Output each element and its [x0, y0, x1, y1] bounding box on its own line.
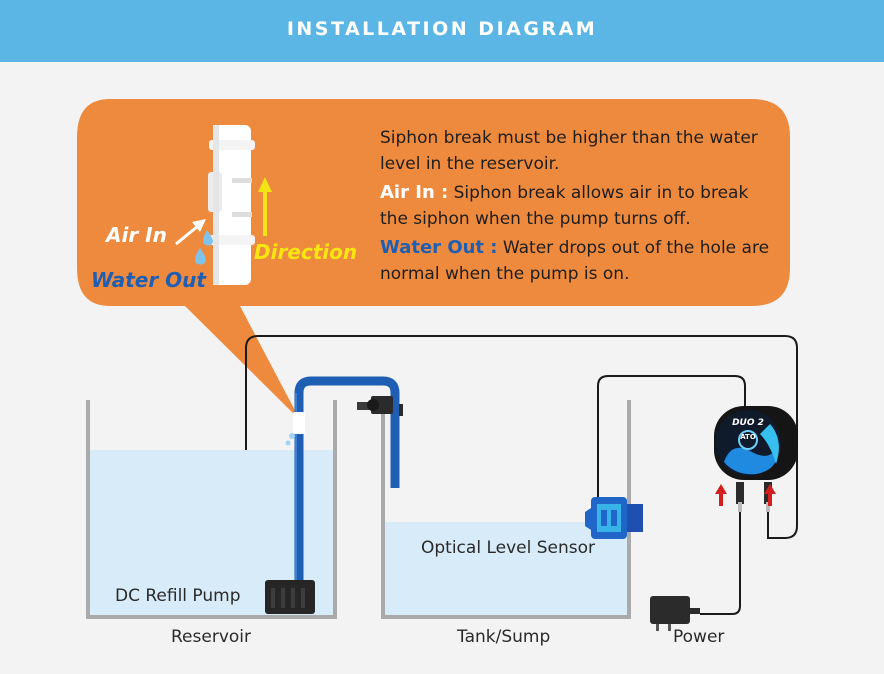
- device-brand: DUO 2: [732, 418, 764, 428]
- water-out-key: Water Out :: [380, 237, 498, 258]
- dc-refill-pump-icon: [265, 580, 315, 614]
- plug-arrow-icon: [715, 484, 776, 506]
- water-drop-icon: [203, 230, 213, 246]
- power-adapter-icon: [650, 596, 700, 631]
- tank-water: [384, 522, 628, 617]
- air-in-text: Siphon break allows air in to break the …: [380, 183, 749, 229]
- sensor-label: Optical Level Sensor: [421, 538, 596, 558]
- direction-arrow-icon: [258, 177, 272, 236]
- control-cables: [245, 335, 798, 615]
- reservoir-label: Reservoir: [171, 627, 251, 647]
- water-out-label: Water Out: [91, 268, 206, 292]
- tube-siphon-break-icon: [285, 412, 305, 446]
- dc-plug-icon: [736, 482, 772, 512]
- tank-label: Tank/Sump: [457, 627, 551, 647]
- duo2-controller-icon: [714, 406, 798, 480]
- water-drop-icon: [195, 248, 206, 265]
- callout-bubble: [77, 99, 790, 420]
- water-out-text: Water drops out of the hole are normal w…: [380, 238, 770, 284]
- power-label: Power: [673, 627, 725, 647]
- page-title: INSTALLATION DIAGRAM: [286, 18, 598, 40]
- reservoir-walls: [86, 400, 337, 619]
- header-bar: [0, 0, 884, 62]
- air-in-arrow-icon: [175, 219, 206, 246]
- siphon-break-fitting: [208, 125, 255, 285]
- tube-clip-icon: [357, 396, 403, 416]
- callout-text: Siphon break must be higher than the wat…: [380, 125, 780, 287]
- air-in-label: Air In: [106, 223, 167, 247]
- direction-label: Direction: [254, 240, 358, 264]
- refill-tube: [294, 376, 400, 582]
- optical-level-sensor-icon: [585, 497, 643, 539]
- callout-line1: Siphon break must be higher than the wat…: [380, 128, 758, 174]
- device-badge: ATO: [740, 433, 756, 441]
- air-in-key: Air In :: [380, 182, 449, 203]
- pump-label: DC Refill Pump: [115, 586, 241, 606]
